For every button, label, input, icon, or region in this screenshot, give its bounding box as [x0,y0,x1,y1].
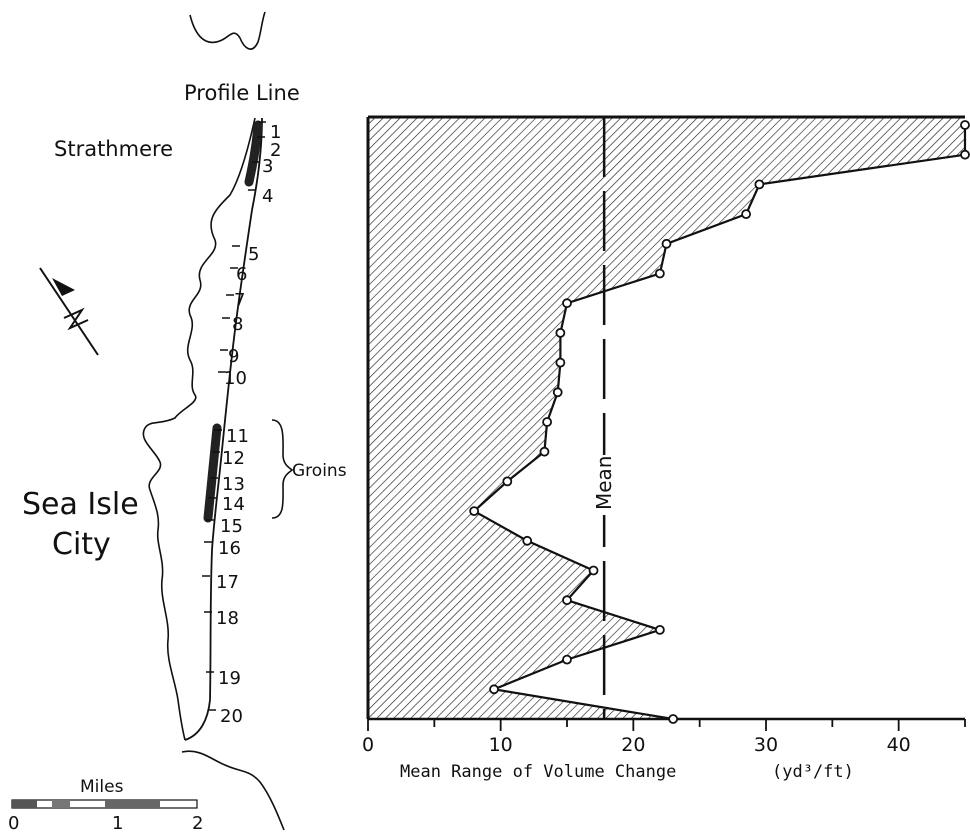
data-point [542,417,552,427]
profile-number: 17 [216,572,239,593]
sea-isle-label-line2: City [52,527,111,562]
data-point [555,357,566,368]
data-point [539,446,550,457]
profile-number: 3 [262,156,273,177]
scale-label: Miles [80,777,124,797]
profile-number: 20 [220,706,243,727]
profile-number: 13 [222,474,245,495]
profile-number: 5 [248,244,259,265]
data-point [555,327,566,338]
data-point [522,535,533,546]
bay-shoreline [142,117,256,741]
profile-number: 14 [222,494,245,515]
profile-number: 6 [236,264,247,285]
x-axis-label: Mean Range of Volume Change [400,762,676,782]
data-point [562,298,572,309]
data-point [489,684,499,695]
profile-number: 9 [228,346,239,367]
data-point [960,149,970,160]
north-arrow-icon [39,267,99,356]
profile-number: 7 [234,290,245,311]
groins-label: Groins [292,461,347,481]
profile-number: 16 [218,538,241,559]
profile-number: 18 [216,608,239,629]
chart: 0 10 20 30 40 Mean Mean Range of Volume Chan… [362,115,970,782]
data-point [654,268,665,279]
data-point [469,506,480,517]
x-tick-label: 0 [362,734,374,756]
scale-tick-0: 0 [8,813,19,833]
scale-tick-1: 1 [112,813,123,833]
data-point [562,654,572,665]
mean-label: Mean [592,456,616,511]
strathmere-label: Strathmere [54,137,173,161]
inlet-shoreline-north [189,11,266,50]
data-point [960,120,970,130]
sea-isle-developed-area [203,423,222,523]
x-tick-label: 40 [887,734,911,756]
x-tick-label: 10 [489,734,513,756]
profile-number: 1 [270,122,281,143]
profile-number: 15 [220,516,243,537]
scale-tick-2: 2 [192,813,203,833]
data-point [502,476,513,487]
hatched-area [368,117,965,719]
x-axis-ticks: 0 10 20 30 40 [362,719,966,756]
data-points [469,120,970,724]
inlet-shoreline-south [181,750,285,831]
data-point [754,179,765,190]
profile-number: 19 [218,668,241,689]
data-point [562,595,572,606]
profile-number: 10 [224,368,247,389]
profile-number: 4 [262,186,273,207]
data-point [552,387,563,398]
profile-number: 12 [222,448,245,469]
profile-line-label: Profile Line [184,81,300,105]
profile-number: 2 [270,140,281,161]
x-tick-label: 20 [621,734,645,756]
data-point [654,625,665,635]
strathmere-developed-area [244,120,263,187]
data-point [588,565,599,576]
x-tick-label: 30 [754,734,778,756]
scale-bar: Miles 0 1 2 [8,777,203,833]
ocean-shoreline [184,117,263,741]
data-point [741,209,751,220]
profile-number: 8 [232,314,243,335]
data-point [661,238,672,249]
mean-label-background [591,455,618,515]
x-axis-unit: (yd³/ft) [772,762,854,782]
profile-number: 11 [226,426,249,447]
data-point [668,714,679,724]
groins-bracket [271,419,294,519]
sea-isle-label-line1: Sea Isle [22,487,139,522]
